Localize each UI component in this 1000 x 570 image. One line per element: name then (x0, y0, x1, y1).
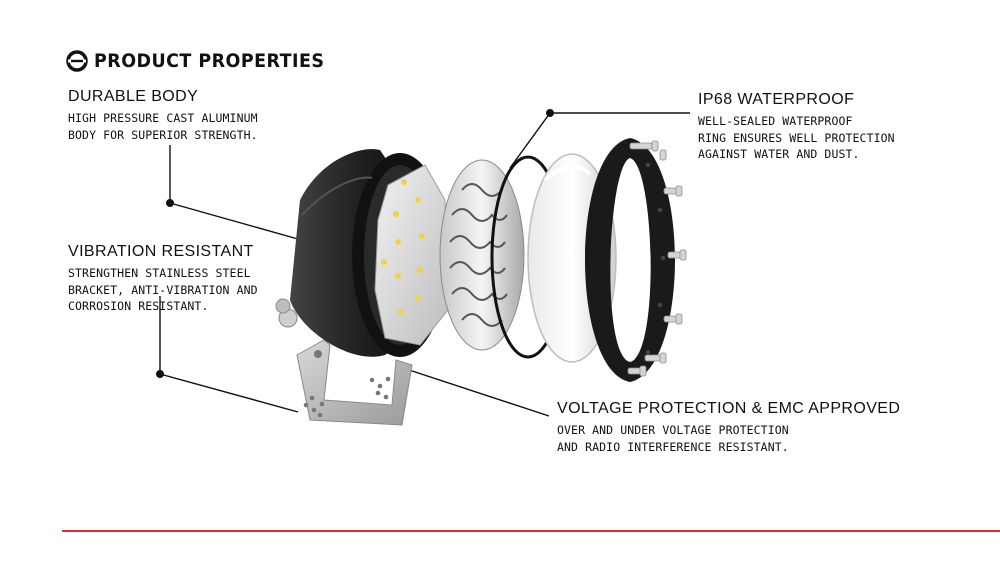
reflector (439, 159, 525, 351)
feature-description: HIGH PRESSURE CAST ALUMINUM BODY FOR SUP… (68, 110, 258, 143)
circle-logo-icon (66, 50, 88, 72)
feature-heading: VOLTAGE PROTECTION & EMC APPROVED (557, 400, 901, 417)
description-line: CORROSION RESISTANT. (68, 299, 209, 313)
feature-description: OVER AND UNDER VOLTAGE PROTECTION AND RA… (557, 422, 900, 455)
callout-line-vibration (159, 296, 299, 413)
callout-dot (546, 109, 554, 117)
mount-knobs (275, 298, 298, 328)
callout-dot (156, 370, 164, 378)
bezel-ring (585, 138, 675, 382)
feature-heading: VIBRATION RESISTANT (68, 243, 254, 260)
page-title-text: PRODUCT PROPERTIES (94, 50, 325, 72)
callout-dot (166, 199, 174, 207)
feature-voltage-protection: VOLTAGE PROTECTION & EMC APPROVED OVER A… (557, 400, 900, 455)
description-line: STRENGTHEN STAINLESS STEEL (68, 266, 251, 280)
feature-description: WELL-SEALED WATERPROOF RING ENSURES WELL… (698, 113, 895, 163)
led-board (374, 164, 449, 346)
description-line: HIGH PRESSURE CAST ALUMINUM (68, 111, 258, 125)
description-line: BODY FOR SUPERIOR STRENGTH. (68, 127, 258, 142)
description-line: RING ENSURES WELL PROTECTION (698, 130, 895, 145)
description-line: BRACKET, ANTI-VIBRATION AND (68, 282, 258, 297)
callout-line-durable (169, 145, 313, 244)
callout-line-voltage (399, 366, 550, 417)
bottom-divider (62, 530, 1000, 532)
bezel-screws (627, 140, 687, 377)
page-title: PRODUCT PROPERTIES (66, 48, 345, 74)
feature-description: STRENGTHEN STAINLESS STEEL BRACKET, ANTI… (68, 265, 258, 315)
feature-heading: IP68 WATERPROOF (698, 91, 855, 108)
description-line: OVER AND UNDER VOLTAGE PROTECTION (557, 423, 789, 437)
description-line: AND RADIO INTERFERENCE RESISTANT. (557, 439, 789, 454)
feature-durable-body: DURABLE BODY HIGH PRESSURE CAST ALUMINUM… (68, 88, 258, 143)
description-line: WELL-SEALED WATERPROOF (698, 114, 853, 128)
feature-heading: DURABLE BODY (68, 88, 199, 105)
description-line: AGAINST WATER AND DUST. (698, 147, 860, 161)
feature-ip68-waterproof: IP68 WATERPROOF WELL-SEALED WATERPROOF R… (698, 91, 895, 163)
feature-vibration-resistant: VIBRATION RESISTANT STRENGTHEN STAINLESS… (68, 243, 258, 315)
steel-bracket (296, 339, 413, 426)
